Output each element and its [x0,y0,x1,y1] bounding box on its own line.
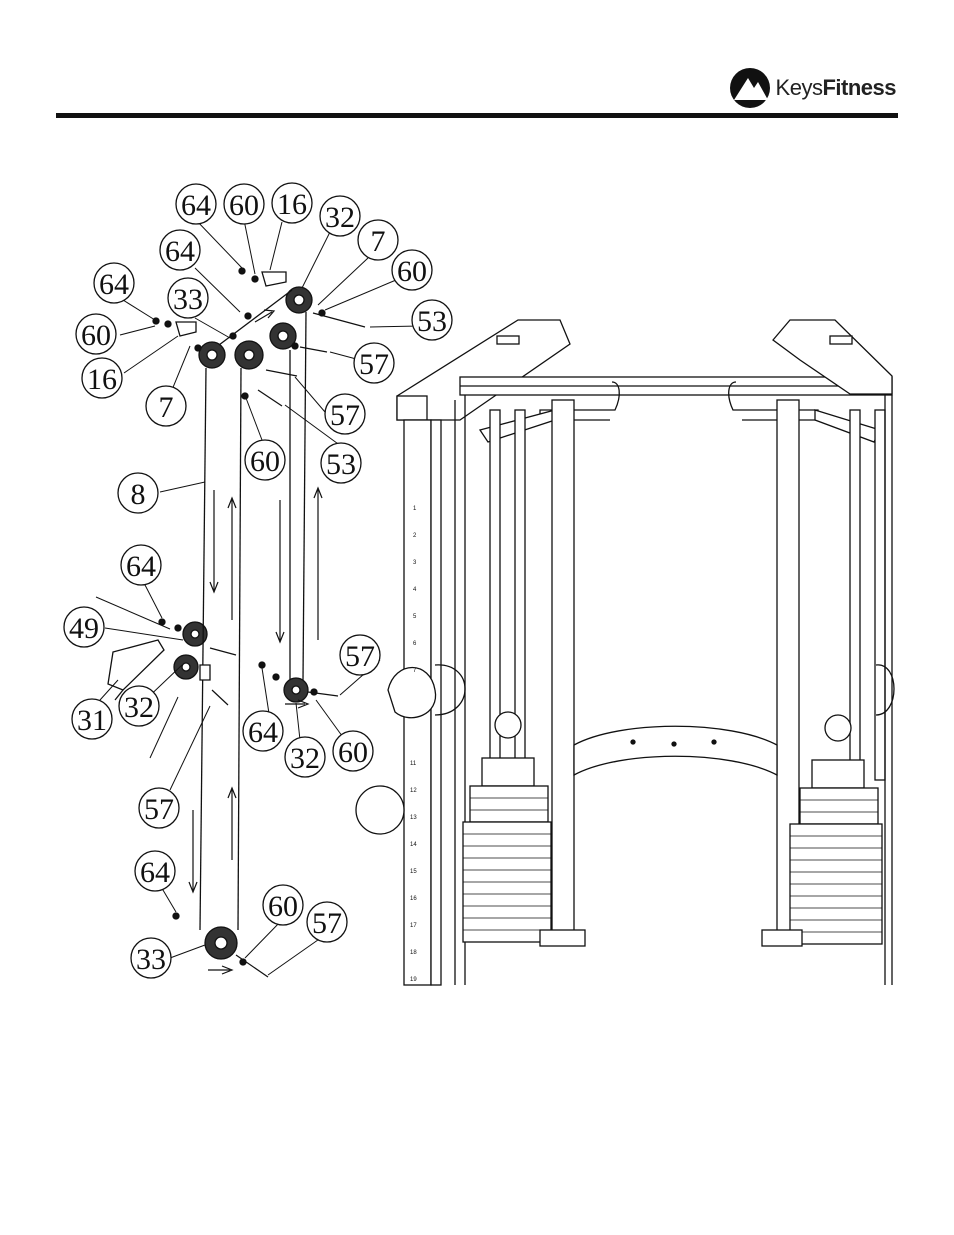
scale-number: 18 [410,950,417,956]
scale-number: 17 [410,923,417,929]
callout: 53 [321,443,361,483]
svg-text:32: 32 [290,742,320,775]
cable-direction-arrows [189,310,322,974]
scale-number: 16 [410,896,417,902]
callout: 60 [224,184,264,224]
callout: 57 [354,343,394,383]
callout: 7 [146,386,186,426]
svg-text:60: 60 [229,189,259,222]
callout: 53 [412,300,452,340]
svg-text:16: 16 [277,188,307,221]
pulley-lower-mid [284,678,308,702]
svg-text:60: 60 [397,255,427,288]
callout: 64 [243,711,283,751]
pulley-top-center [235,341,263,369]
svg-text:33: 33 [173,283,203,316]
scale-number: 14 [410,842,417,848]
svg-text:57: 57 [330,399,360,432]
callout: 16 [272,183,312,223]
callout: 33 [131,938,171,978]
pulley-bottom [205,927,237,959]
svg-text:32: 32 [124,691,154,724]
svg-text:32: 32 [325,201,355,234]
scale-number: 19 [410,977,417,983]
callout: 57 [307,902,347,942]
callouts: 64 60 16 32 7 64 60 64 33 53 60 57 16 7 … [64,183,452,978]
svg-text:60: 60 [250,445,280,478]
callout: 64 [94,263,134,303]
svg-text:60: 60 [81,319,111,352]
blank-callout-circle [356,786,404,834]
svg-text:31: 31 [77,704,107,737]
callout: 16 [82,358,122,398]
svg-text:64: 64 [248,716,278,749]
callout: 57 [325,394,365,434]
carriage-adjuster [388,668,436,718]
bracket [176,322,196,336]
cable-run [200,368,206,930]
svg-text:53: 53 [417,305,447,338]
callout: 32 [119,686,159,726]
callout: 57 [139,788,179,828]
svg-text:16: 16 [87,363,117,396]
callout: 64 [135,851,175,891]
svg-text:57: 57 [345,640,375,673]
svg-text:7: 7 [371,225,386,258]
cable-run [303,312,306,680]
callout: 32 [285,737,325,777]
callout: 64 [160,230,200,270]
svg-text:64: 64 [99,268,129,301]
svg-text:49: 49 [69,612,99,645]
callout: 49 [64,607,104,647]
callout: 60 [76,314,116,354]
scale-number: 15 [410,869,417,875]
svg-text:33: 33 [136,943,166,976]
callout: 7 [358,220,398,260]
callout: 31 [72,699,112,739]
svg-text:64: 64 [181,189,211,222]
cable-run [238,368,241,930]
callout: 60 [245,440,285,480]
callout: 64 [121,545,161,585]
svg-text:64: 64 [140,856,170,889]
callout: 57 [340,635,380,675]
svg-text:57: 57 [144,793,174,826]
pulley-top-left [199,342,225,368]
pulley-handle-lower [174,655,198,679]
machine-frame [356,320,894,985]
svg-text:53: 53 [326,448,356,481]
svg-text:64: 64 [126,550,156,583]
callout: 33 [168,278,208,318]
scale-number: 13 [410,815,417,821]
bracket [262,272,286,286]
callout: 32 [320,196,360,236]
callout: 64 [176,184,216,224]
scale-number: 11 [410,761,417,767]
callout: 60 [333,731,373,771]
svg-text:8: 8 [131,478,146,511]
callout: 8 [118,473,158,513]
scale-number: 12 [410,788,417,794]
callout: 60 [392,250,432,290]
svg-text:57: 57 [359,348,389,381]
svg-text:60: 60 [338,736,368,769]
svg-text:7: 7 [159,391,174,424]
svg-text:64: 64 [165,235,195,268]
svg-text:60: 60 [268,890,298,923]
svg-text:57: 57 [312,907,342,940]
callout: 60 [263,885,303,925]
